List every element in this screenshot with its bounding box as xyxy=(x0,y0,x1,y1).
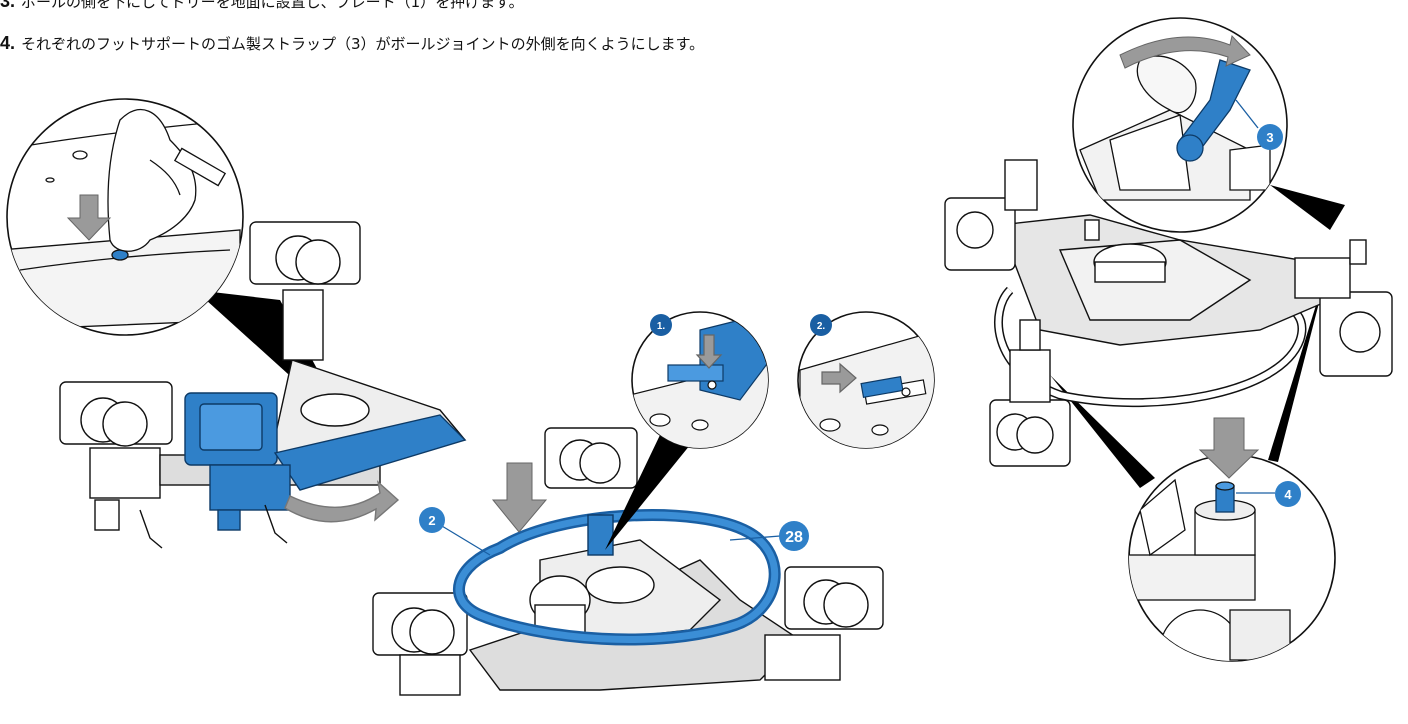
part-2-label: 2 xyxy=(428,513,435,528)
callout-step-2-label: 2. xyxy=(817,321,826,332)
zoom-circle-rubber-strap xyxy=(1072,17,1288,233)
part-3-label: 3 xyxy=(1266,130,1273,145)
step-text: それぞれのフットサポートのゴム製ストラップ（3）がボールジョイントの外側を向くよ… xyxy=(21,35,705,53)
step-number: 4. xyxy=(0,33,16,53)
callout-step-2-badge: 2. xyxy=(810,314,832,336)
part-2-badge: 2 xyxy=(419,507,445,533)
step-text: ボールの側を下にしてドリーを地面に設置し、プレート（1）を押げます。 xyxy=(21,0,524,11)
callout-step-1-label: 1. xyxy=(657,321,666,332)
part-4-badge: 4 xyxy=(1275,481,1301,507)
step-number: 3. xyxy=(0,0,16,11)
part-28-badge: 28 xyxy=(779,521,809,551)
instruction-step-3: 3. ボールの側を下にしてドリーを地面に設置し、プレート（1）を押げます。 xyxy=(0,0,524,12)
instruction-step-4: 4. それぞれのフットサポートのゴム製ストラップ（3）がボールジョイントの外側を向… xyxy=(0,33,704,54)
callout-step-1-badge: 1. xyxy=(650,314,672,336)
zoom-circle-step-2 xyxy=(797,311,935,449)
part-4-label: 4 xyxy=(1284,487,1292,502)
dolly-middle-drawing xyxy=(372,427,884,696)
zoom-circle-step-1 xyxy=(631,311,769,449)
part-3-badge: 3 xyxy=(1257,124,1283,150)
zoom-circle-ball-joint xyxy=(1128,417,1336,662)
zoom-circle-plate-release xyxy=(6,98,244,336)
dolly-left-drawing xyxy=(59,221,467,549)
dolly-right-drawing xyxy=(944,159,1393,488)
part-28-label: 28 xyxy=(785,529,803,546)
